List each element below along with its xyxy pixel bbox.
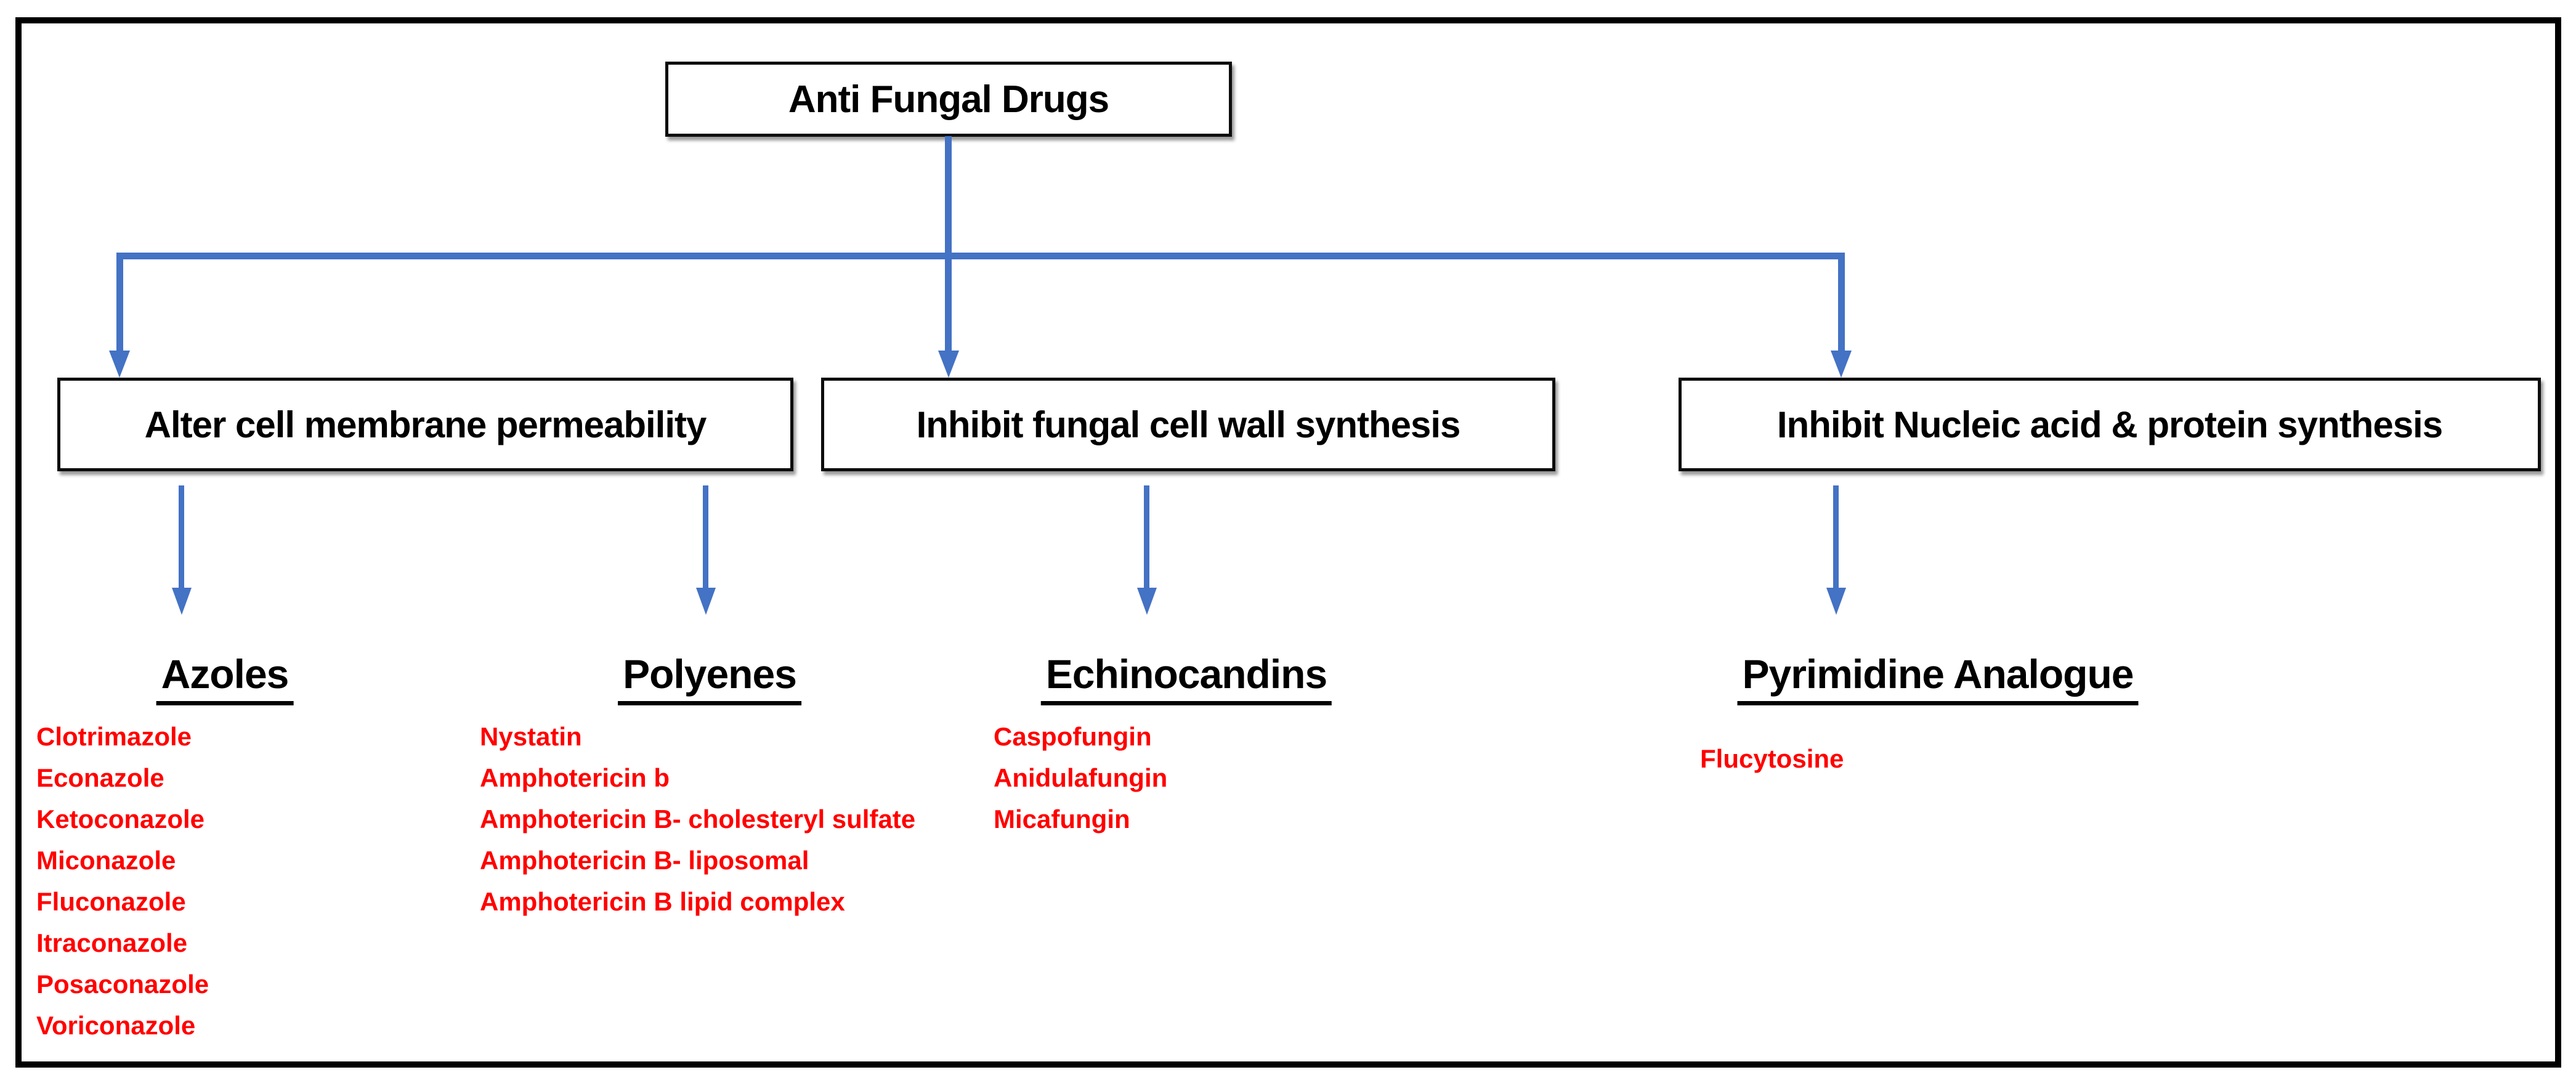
drug-item: Ketoconazole xyxy=(36,805,205,834)
class-header-azoles: Azoles xyxy=(156,651,294,705)
arrow-down-icon xyxy=(1826,588,1846,615)
drug-item: Amphotericin B- cholesteryl sulfate xyxy=(480,805,916,834)
connector-right-branch-line xyxy=(1838,253,1845,353)
drug-item: Amphotericin B- liposomal xyxy=(480,846,809,875)
node-label: Inhibit Nucleic acid & protein synthesis xyxy=(1776,404,2443,445)
connector-to-polyenes-line xyxy=(703,485,708,589)
drug-item: Fluconazole xyxy=(36,887,186,916)
drug-item: Amphotericin B lipid complex xyxy=(480,887,845,916)
drug-item: Caspofungin xyxy=(994,722,1152,751)
drug-item: Amphotericin b xyxy=(480,763,670,792)
drug-item: Miconazole xyxy=(36,846,176,875)
drug-list-polyenes: Nystatin Amphotericin b Amphotericin B- … xyxy=(480,716,915,922)
connector-to-azoles-line xyxy=(179,485,184,589)
drug-list-echinocandins: Caspofungin Anidulafungin Micafungin xyxy=(994,716,1167,840)
node-label: Inhibit fungal cell wall synthesis xyxy=(916,404,1461,445)
connector-horizontal-line xyxy=(117,253,1842,259)
drug-item: Posaconazole xyxy=(36,970,209,999)
arrow-down-icon xyxy=(1831,351,1852,378)
arrow-down-icon xyxy=(938,351,959,378)
class-header-echinocandins: Echinocandins xyxy=(1040,651,1332,705)
drug-item: Anidulafungin xyxy=(994,763,1168,792)
drug-item: Micafungin xyxy=(994,805,1130,834)
diagram-border xyxy=(15,17,2561,1068)
connector-to-pyrimidine-analogue-line xyxy=(1833,485,1839,589)
drug-list-azoles: Clotrimazole Econazole Ketoconazole Mico… xyxy=(36,716,209,1046)
drug-item: Clotrimazole xyxy=(36,722,192,751)
arrow-down-icon xyxy=(696,588,716,615)
connector-trunk-line xyxy=(945,136,952,353)
drug-item: Econazole xyxy=(36,763,164,792)
class-header-polyenes: Polyenes xyxy=(618,651,801,705)
node-anti-fungal-drugs: Anti Fungal Drugs xyxy=(665,62,1232,137)
drug-item: Voriconazole xyxy=(36,1011,196,1040)
arrow-down-icon xyxy=(1137,588,1157,615)
connector-left-branch-line xyxy=(116,253,123,353)
arrow-down-icon xyxy=(109,351,130,378)
node-alter-cell-membrane-permeability: Alter cell membrane permeability xyxy=(57,378,793,471)
drug-list-pyrimidine-analogue: Flucytosine xyxy=(1700,738,1844,779)
node-anti-fungal-drugs-label: Anti Fungal Drugs xyxy=(788,78,1109,121)
connector-to-echinocandins-line xyxy=(1144,485,1149,589)
class-header-pyrimidine-analogue: Pyrimidine Analogue xyxy=(1737,651,2139,705)
node-inhibit-nucleic-acid-protein-synthesis: Inhibit Nucleic acid & protein synthesis xyxy=(1679,378,2541,471)
node-label: Alter cell membrane permeability xyxy=(144,404,707,445)
node-inhibit-fungal-cell-wall-synthesis: Inhibit fungal cell wall synthesis xyxy=(821,378,1555,471)
drug-item: Flucytosine xyxy=(1700,744,1844,773)
drug-item: Itraconazole xyxy=(36,928,188,957)
arrow-down-icon xyxy=(172,588,192,615)
drug-item: Nystatin xyxy=(480,722,582,751)
